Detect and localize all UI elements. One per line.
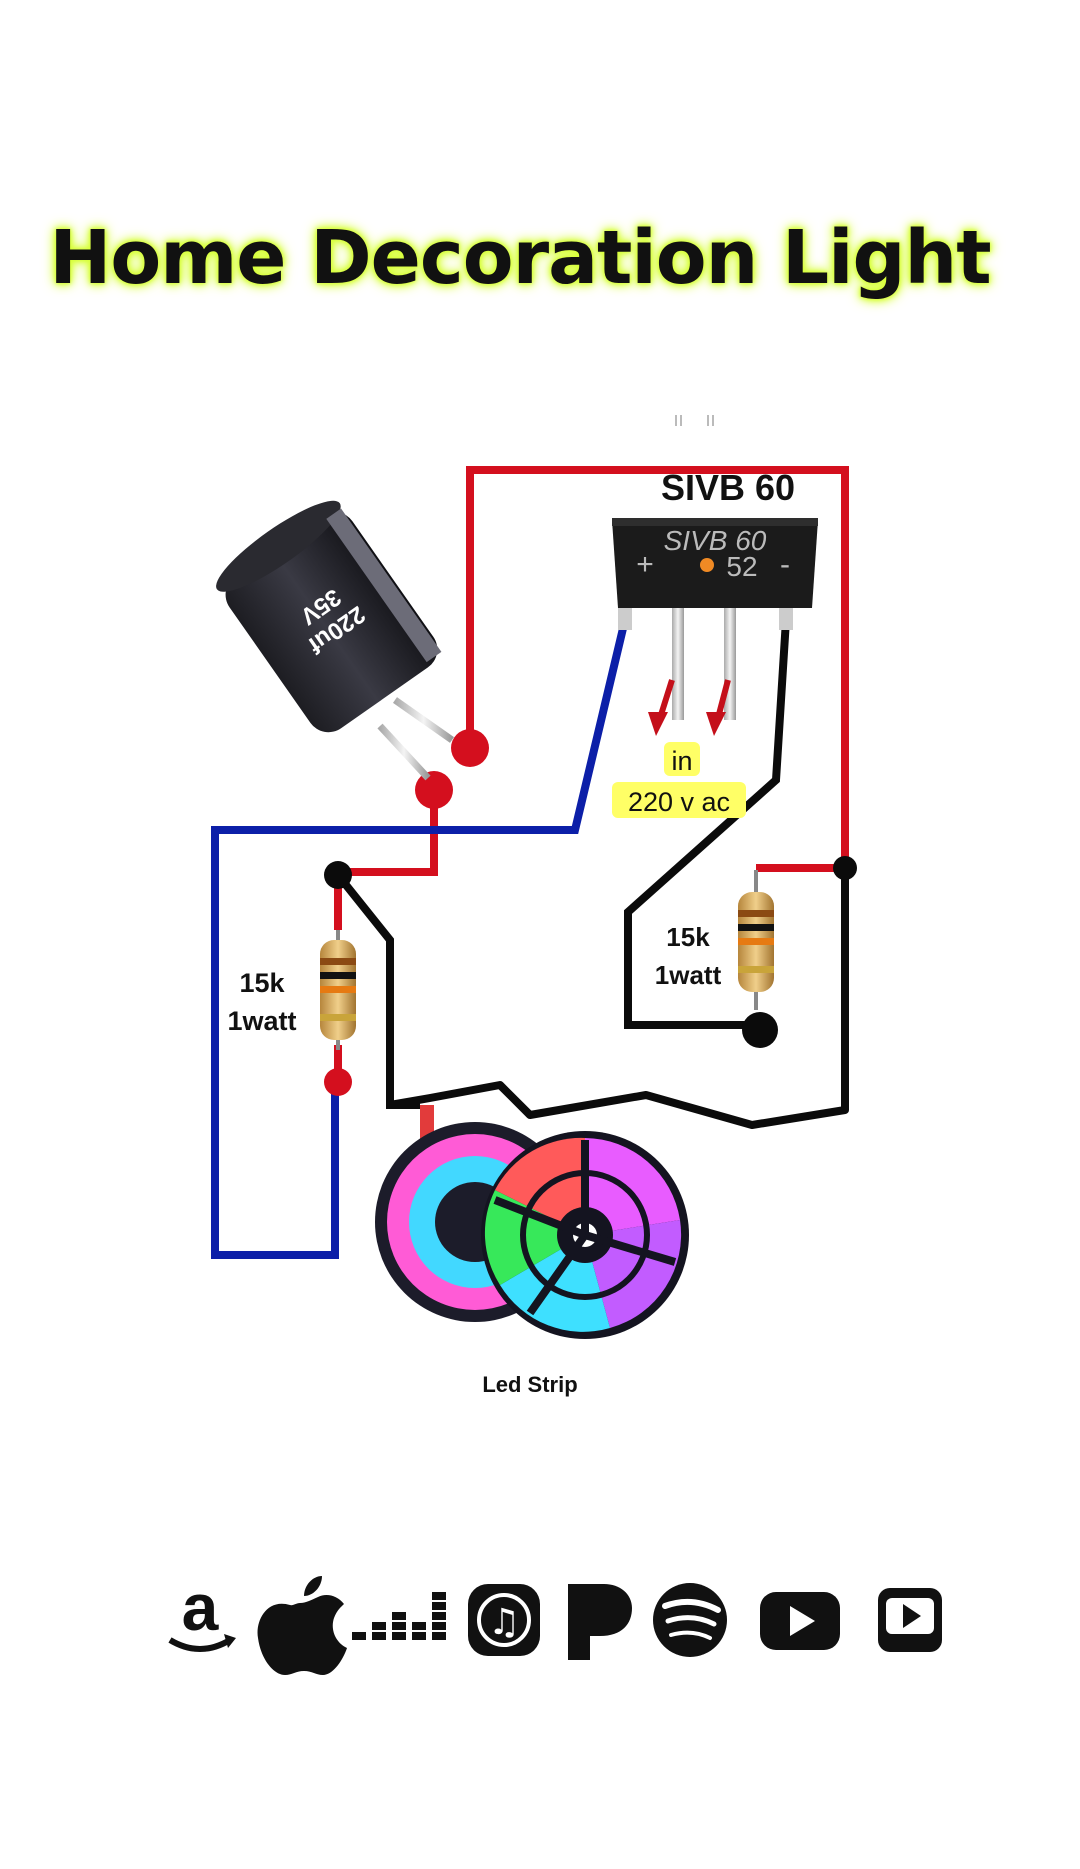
apple-music-icon[interactable]: [257, 1576, 347, 1675]
resistor-right: [738, 870, 774, 1010]
deezer-icon[interactable]: [352, 1592, 446, 1640]
capacitor: 220uf 35V: [216, 500, 455, 781]
led-strip-image: [375, 1105, 689, 1339]
youtube-icon[interactable]: [760, 1592, 840, 1650]
resistor-left-power: 1watt: [227, 1006, 296, 1036]
black-wire-right-return: [389, 868, 849, 1129]
resistor-right-value: 15k: [666, 922, 710, 952]
bridge-label: SIVB 60: [661, 467, 795, 508]
bridge-minus-marking: -: [780, 548, 790, 581]
resistor-right-power: 1watt: [655, 960, 722, 990]
blue-wire-negative: [211, 619, 629, 1259]
page-title: Home Decoration Light: [49, 215, 991, 301]
bridge-rectifier: SIVB 60 + 52 -: [612, 518, 818, 720]
black-wire-left-junction: [334, 872, 420, 1109]
red-wire-capacitor-left: [334, 790, 438, 930]
bridge-body-marking: SIVB 60: [664, 525, 767, 556]
svg-text:♫: ♫: [488, 1602, 520, 1643]
input-label-voltage: 220 v ac: [628, 787, 730, 817]
youtube-music-icon[interactable]: [878, 1588, 942, 1652]
bridge-code-marking: 52: [726, 551, 757, 582]
svg-text:a: a: [182, 1570, 220, 1644]
spotify-icon[interactable]: [653, 1583, 727, 1657]
junction-dot-right-resistor: [742, 1012, 778, 1048]
platform-icons-row: a ♫: [168, 1570, 942, 1675]
junction-dot-red-mid: [415, 771, 453, 809]
junction-dot-left-resistor: [324, 1068, 352, 1096]
resistor-left-value: 15k: [239, 968, 285, 998]
resistor-left: [320, 930, 356, 1050]
input-arrows: [648, 679, 731, 736]
itunes-icon[interactable]: ♫: [468, 1584, 540, 1656]
red-wire-positive: [466, 466, 849, 868]
bridge-plus-marking: +: [636, 548, 654, 581]
junction-dot-left: [324, 861, 352, 889]
amazon-music-icon[interactable]: a: [168, 1570, 236, 1652]
pandora-icon[interactable]: [568, 1584, 632, 1660]
black-wire-bridge-output: [624, 619, 790, 1029]
input-label-in: in: [671, 746, 692, 776]
led-strip-label: Led Strip: [482, 1372, 577, 1397]
tick-marks: [675, 415, 714, 426]
junction-dot-red-top: [451, 729, 489, 767]
junction-dot-right: [833, 856, 857, 880]
